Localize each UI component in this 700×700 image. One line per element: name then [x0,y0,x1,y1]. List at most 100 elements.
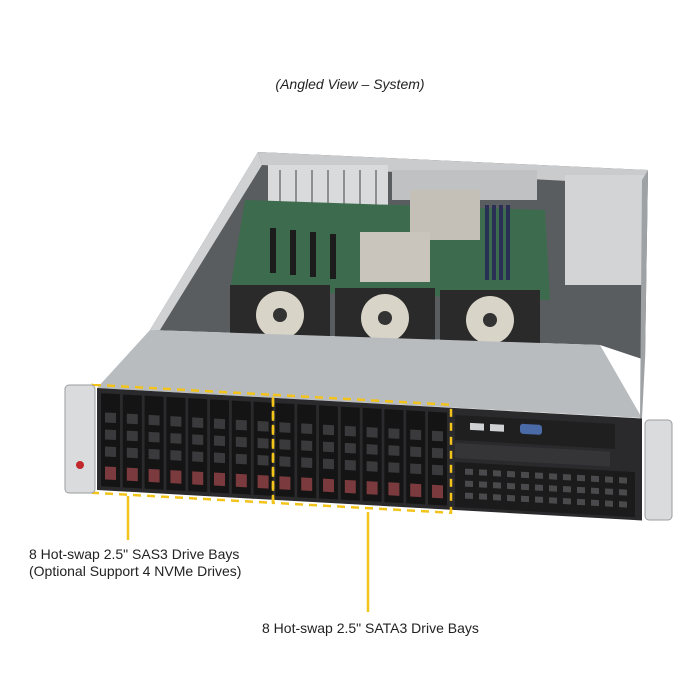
drive-release-latch[interactable] [214,472,225,487]
usb-port-1[interactable] [470,422,484,431]
drive-bay-vent [170,416,182,427]
usb-port-2[interactable] [490,423,504,432]
drive-release-latch[interactable] [323,478,334,493]
vent-hole [605,500,613,507]
vent-hole [549,473,557,480]
drive-bay-vent [257,420,269,432]
drive-bay[interactable] [275,402,295,498]
drive-release-latch[interactable] [432,484,443,499]
drive-bay[interactable] [297,404,317,499]
drive-bay-vent [148,448,160,460]
sas3-callout: 8 Hot-swap 2.5" SAS3 Drive Bays (Optiona… [29,546,241,580]
drive-release-latch[interactable] [235,473,247,488]
drive-bay[interactable] [188,398,208,493]
drive-release-latch[interactable] [301,477,313,492]
vent-hole [493,470,501,477]
drive-bay-vent [323,424,334,436]
drive-bay-vent [214,418,225,430]
drive-bay[interactable] [406,410,426,505]
drive-bay-vent [105,446,116,458]
vent-holes [465,468,627,508]
vent-hole [577,474,585,482]
view-title: (Angled View – System) [275,76,425,92]
drive-bay[interactable] [340,406,360,501]
drive-release-latch[interactable] [388,482,400,496]
vent-hole [563,486,571,493]
drive-bay[interactable] [122,394,142,489]
drive-release-latch[interactable] [279,476,291,490]
drive-bay[interactable] [428,411,447,506]
drive-bay-vent [323,441,334,453]
drive-bay-vent [235,436,247,448]
vent-hole [521,495,529,503]
heatsink-cpu1 [410,190,480,240]
drive-bay-vent [366,461,378,472]
drive-release-latch[interactable] [257,474,269,489]
vent-hole [549,485,557,492]
sata3-callout: 8 Hot-swap 2.5" SATA3 Drive Bays [262,620,479,637]
power-supply-bay [565,175,645,285]
drive-bay-vent [170,450,182,461]
drive-bay-vent [344,459,356,471]
drive-bay-vent [301,440,313,452]
drive-bay[interactable] [166,396,186,491]
drive-bay-vent [410,463,422,475]
drive-bay[interactable] [210,399,229,494]
drive-release-latch[interactable] [366,481,378,495]
drive-bay-vent [410,429,422,441]
drive-bay[interactable] [362,407,382,502]
vent-hole [479,493,487,500]
drive-bay-vent [432,447,443,459]
heatsink-cpu2 [360,232,430,282]
drive-bay[interactable] [144,395,164,490]
vent-hole [591,499,599,507]
drive-bay-vent [410,446,422,458]
drive-release-latch[interactable] [105,466,116,481]
vent-hole [507,494,515,502]
optical-drive[interactable] [455,443,610,467]
drive-bay-vent [257,437,269,449]
drive-release-latch[interactable] [410,483,422,498]
drive-bay-vent [105,412,116,424]
drive-bay[interactable] [384,409,404,504]
drive-bay-vent [279,422,291,433]
vent-hole [521,471,529,479]
drive-bay[interactable] [253,401,273,496]
vent-hole [465,468,473,476]
drive-bay[interactable] [101,393,120,488]
drive-bay[interactable] [319,405,338,500]
drive-release-latch[interactable] [192,471,204,485]
vent-hole [563,474,571,481]
vent-hole [507,482,515,490]
sata3-bays-highlight [271,393,453,515]
drive-bay-vent [170,433,182,444]
vent-hole [619,489,627,496]
drive-bay-vent [388,462,400,473]
right-rack-handle[interactable] [644,419,673,521]
drive-release-latch[interactable] [148,468,160,483]
sas3-callout-line1: 8 Hot-swap 2.5" SAS3 Drive Bays [29,546,240,562]
drive-release-latch[interactable] [126,467,138,482]
drive-bay-vent [126,447,138,459]
power-button[interactable] [76,461,84,469]
vent-hole [591,487,599,495]
drive-bay-vent [257,454,269,466]
left-rack-handle[interactable] [64,384,96,494]
vent-hole [465,480,473,488]
drive-release-latch[interactable] [170,470,182,484]
drive-bay-vent [432,430,443,442]
drive-bay-vent [192,417,204,428]
vent-hole [507,470,515,478]
vent-hole [619,501,627,508]
vent-hole [493,482,501,489]
drive-bay-vent [301,457,313,469]
drive-bay[interactable] [231,400,251,495]
sata3-callout-line1: 8 Hot-swap 2.5" SATA3 Drive Bays [262,620,479,636]
memory-dimms [485,205,510,280]
drive-release-latch[interactable] [344,479,356,494]
drive-bay-vent [126,430,138,442]
drive-bay-vent [388,428,400,439]
drive-bay-vent [105,429,116,441]
serial-port[interactable] [520,423,542,435]
